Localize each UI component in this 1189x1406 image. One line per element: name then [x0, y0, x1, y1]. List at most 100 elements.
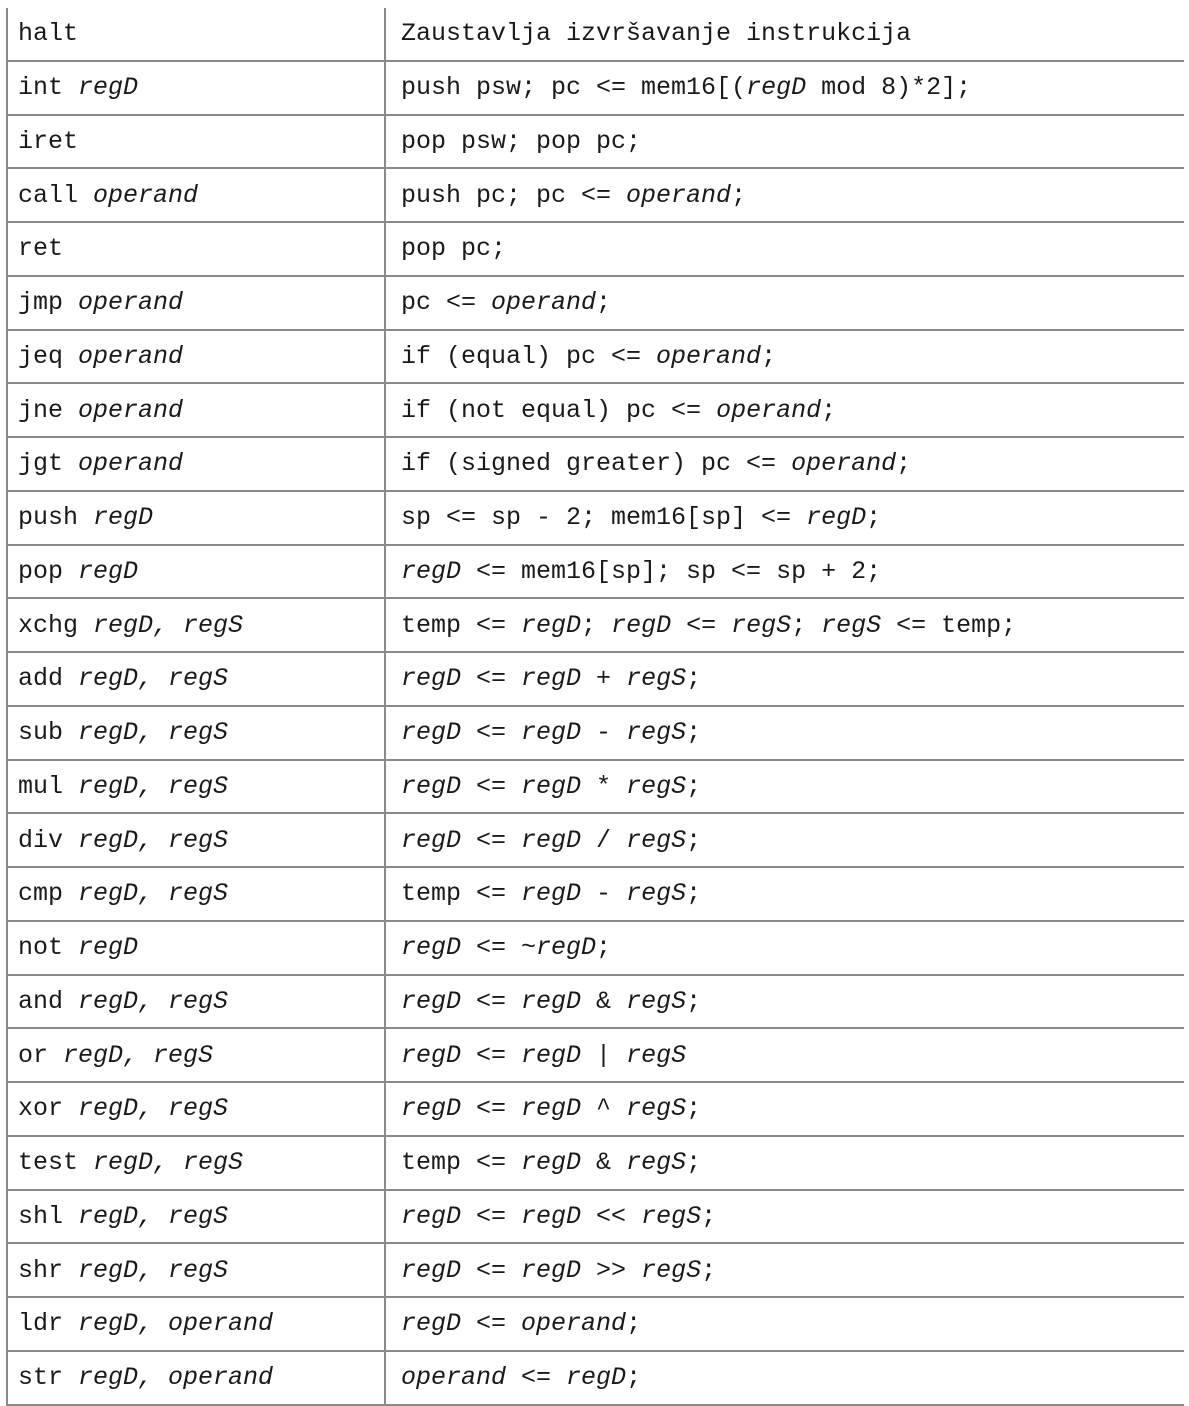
code-text: ; — [596, 288, 612, 318]
code-text: test — [18, 1148, 94, 1178]
operand-text: regD — [746, 73, 807, 103]
code-text: pop — [18, 556, 79, 586]
description-cell: Zaustavlja izvršavanje instrukcija — [386, 8, 1184, 60]
description-cell: regD <= mem16[sp]; sp <= sp + 2; — [386, 546, 1184, 598]
operand-text: regD — [806, 503, 867, 533]
code-text: xor — [18, 1094, 79, 1124]
instruction-cell: cmp regD, regS — [8, 868, 386, 920]
description-cell: regD <= regD / regS; — [386, 814, 1184, 866]
code-text: ; — [821, 395, 837, 425]
code-text: ; — [686, 825, 702, 855]
operand-text: regD, regS — [78, 771, 229, 801]
code-text: <= — [461, 771, 522, 801]
operand-text: regD, regS — [78, 1255, 229, 1285]
code-text: push — [18, 503, 94, 533]
description-cell: regD <= operand; — [386, 1298, 1184, 1350]
operand-text: regD, regS — [93, 610, 244, 640]
operand-text: regD — [521, 718, 582, 748]
instruction-cell: xor regD, regS — [8, 1083, 386, 1135]
instruction-cell: str regD, operand — [8, 1351, 386, 1404]
code-text: ; — [686, 718, 702, 748]
code-text: ; — [626, 1309, 642, 1339]
code-text: ; — [791, 610, 822, 640]
instruction-table: halt Zaustavlja izvršavanje instrukcija in… — [6, 8, 1184, 1406]
operand-text: operand — [78, 449, 184, 479]
code-text: <= — [461, 1201, 522, 1231]
operand-text: regD — [521, 825, 582, 855]
code-text: mul — [18, 771, 79, 801]
code-text: <= — [461, 718, 522, 748]
code-text: Zaustavlja izvršavanje instrukcija — [401, 19, 912, 49]
instruction-cell: or regD, regS — [8, 1029, 386, 1081]
code-text: not — [18, 933, 79, 963]
instruction-cell: xchg regD, regS — [8, 599, 386, 651]
operand-text: regD, regS — [78, 1094, 229, 1124]
code-text: <= — [461, 1309, 522, 1339]
code-text: <= — [671, 610, 732, 640]
code-text: <= — [461, 1255, 522, 1285]
code-text: halt — [18, 19, 79, 49]
description-cell: regD <= regD | regS — [386, 1029, 1184, 1081]
operand-text: regD, regS — [78, 664, 229, 694]
operand-text: operand — [716, 395, 822, 425]
operand-text: regD — [401, 1309, 462, 1339]
operand-text: regS — [626, 1094, 687, 1124]
code-text: str — [18, 1363, 79, 1393]
instruction-cell: test regD, regS — [8, 1136, 386, 1189]
operand-text: regD — [521, 1255, 582, 1285]
code-text: ; — [701, 1201, 717, 1231]
operand-text: regS — [626, 1148, 687, 1178]
operand-text: regD, operand — [78, 1363, 274, 1393]
code-text: ; — [596, 933, 612, 963]
description-cell: pop pc; — [386, 223, 1184, 275]
operand-text: regD — [536, 933, 597, 963]
description-cell: push psw; pc <= mem16[(regD mod 8)*2]; — [386, 62, 1184, 114]
description-cell: regD <= regD - regS; — [386, 707, 1184, 759]
operand-text: regS — [641, 1255, 702, 1285]
operand-text: operand — [791, 449, 897, 479]
instruction-cell: mul regD, regS — [8, 760, 386, 813]
code-text: <= mem16[sp]; sp <= sp + 2; — [461, 556, 882, 586]
instruction-cell: halt — [8, 8, 386, 60]
operand-text: regS — [731, 610, 792, 640]
description-cell: push pc; pc <= operand; — [386, 169, 1184, 221]
operand-text: regD — [521, 879, 582, 909]
operand-text: regD — [521, 1148, 582, 1178]
code-text: push psw; pc <= mem16[( — [401, 73, 747, 103]
description-cell: operand <= regD; — [386, 1352, 1184, 1404]
code-text: and — [18, 986, 79, 1016]
code-text: ; — [896, 449, 912, 479]
code-text: xchg — [18, 610, 94, 640]
operand-text: regD — [78, 73, 139, 103]
description-cell: pop psw; pop pc; — [386, 116, 1184, 168]
code-text: temp <= — [401, 1148, 522, 1178]
instruction-cell: int regD — [8, 61, 386, 114]
code-text: temp <= — [401, 879, 522, 909]
code-text: pop pc; — [401, 234, 507, 264]
operand-text: regD — [93, 503, 154, 533]
operand-text: operand — [78, 341, 184, 371]
instruction-cell: ret — [8, 223, 386, 275]
description-cell: regD <= regD ^ regS; — [386, 1083, 1184, 1135]
code-text: shl — [18, 1201, 79, 1231]
code-text: iret — [18, 126, 79, 156]
code-text: ; — [701, 1255, 717, 1285]
operand-text: regD — [521, 664, 582, 694]
code-text: pop psw; pop pc; — [401, 126, 642, 156]
operand-text: regD — [521, 1094, 582, 1124]
operand-text: regD — [521, 1201, 582, 1231]
code-text: ; — [686, 986, 702, 1016]
code-text: ret — [18, 234, 64, 264]
instruction-cell: jmp operand — [8, 276, 386, 329]
